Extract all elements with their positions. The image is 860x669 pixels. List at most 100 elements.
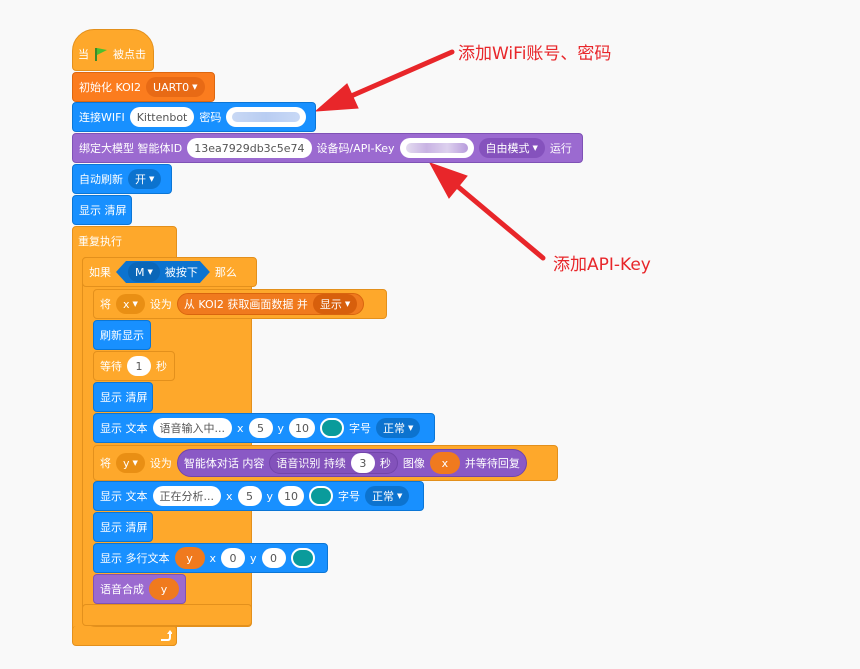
chevron-down-icon: ▼ (132, 300, 138, 308)
wifi-ssid-input[interactable]: Kittenbot (129, 107, 195, 127)
repeat-header: 重复执行 (72, 226, 172, 256)
run-label: 运行 (549, 142, 572, 155)
key-dropdown[interactable]: M▼ (128, 262, 160, 282)
apikey-arrow (428, 162, 546, 261)
font-size-dropdown[interactable]: 正常▼ (376, 418, 421, 438)
auto-refresh-dropdown[interactable]: 开▼ (128, 169, 162, 189)
init-label: 初始化 KOI2 (79, 81, 142, 94)
bind-model-block[interactable]: 绑定大模型 智能体ID 13ea7929db3c5e74 设备码/API-Key… (72, 133, 583, 163)
wait-block[interactable]: 等待 1 秒 (93, 351, 175, 381)
font-size-value-2: 正常 (372, 490, 395, 503)
font-size-label: 字号 (349, 422, 372, 435)
wifi-label: 连接WIFI (79, 111, 125, 124)
api-key-input-blurred[interactable] (399, 138, 474, 158)
multiline-label: 显示 多行文本 (100, 552, 170, 565)
set-x-label: 将 (100, 298, 111, 311)
show-text-label: 显示 文本 (100, 422, 148, 435)
ml-color-swatch[interactable] (290, 548, 315, 568)
color-swatch[interactable] (320, 418, 345, 438)
auto-refresh-block[interactable]: 自动刷新 开▼ (72, 164, 172, 194)
clear-screen-block[interactable]: 显示 清屏 (72, 195, 132, 225)
x-label-2: x (226, 489, 233, 503)
refresh-display-block[interactable]: 刷新显示 (93, 320, 151, 350)
if-label: 如果 (89, 266, 111, 279)
tts-var-y[interactable]: y (149, 578, 179, 600)
x-input-2[interactable]: 5 (237, 486, 262, 506)
set-x-block[interactable]: 将 x▼ 设为 从 KOI2 获取画面数据 并 显示▼ (93, 289, 387, 319)
show-text-block-2[interactable]: 显示 文本 正在分析... x 5 y 10 字号 正常▼ (93, 481, 424, 511)
init-koi2-block[interactable]: 初始化 KOI2 UART0▼ (72, 72, 215, 102)
wait-unit: 秒 (156, 360, 167, 373)
chevron-down-icon: ▼ (344, 300, 351, 308)
refresh-label: 刷新显示 (100, 329, 144, 342)
chevron-down-icon: ▼ (147, 268, 153, 276)
key-pressed-condition[interactable]: M▼ 被按下 (116, 261, 210, 283)
repeat-label: 重复执行 (78, 235, 122, 248)
when-flag-clicked-row: 当 被点击 (78, 46, 146, 62)
var-x-value: x (123, 297, 130, 311)
when-flag-clicked-block[interactable] (72, 29, 154, 71)
clear-label-2: 显示 清屏 (100, 391, 148, 404)
ml-y-input[interactable]: 0 (261, 548, 286, 568)
tts-label: 语音合成 (100, 583, 144, 596)
koi2-get-frame-reporter[interactable]: 从 KOI2 获取画面数据 并 显示▼ (176, 293, 365, 315)
show-text-block[interactable]: 显示 文本 语音输入中... x 5 y 10 字号 正常▼ (93, 413, 435, 443)
clear-screen-block-3[interactable]: 显示 清屏 (93, 512, 153, 542)
mode-value: 自由模式 (485, 142, 530, 155)
multiline-var-y[interactable]: y (174, 547, 205, 569)
var-x-dropdown[interactable]: x▼ (116, 294, 145, 314)
apikey-annotation: 添加API-Key (553, 255, 651, 275)
y-label-2: y (266, 489, 274, 503)
repeat-block-bottom (72, 626, 177, 646)
var-y-dropdown[interactable]: y▼ (116, 453, 145, 473)
y-label: y (277, 421, 285, 435)
hat-prefix: 当 (78, 48, 89, 61)
agent-id-input[interactable]: 13ea7929db3c5e74 (187, 138, 312, 158)
image-label: 图像 (402, 457, 425, 470)
loop-arrow-icon (161, 630, 172, 641)
connect-wifi-block[interactable]: 连接WIFI Kittenbot 密码 (72, 102, 316, 132)
y-input-2[interactable]: 10 (278, 486, 305, 506)
wifi-annotation: 添加WiFi账号、密码 (458, 44, 612, 64)
chevron-down-icon: ▼ (408, 424, 414, 432)
agent-dialog-reporter[interactable]: 智能体对话 内容 语音识别 持续 3 秒 图像 x 并等待回复 (176, 449, 527, 477)
ml-x-input[interactable]: 0 (221, 548, 246, 568)
y-input[interactable]: 10 (289, 418, 316, 438)
if-block-bottom (82, 604, 252, 626)
asr-reporter[interactable]: 语音识别 持续 3 秒 (269, 452, 398, 474)
text-input[interactable]: 语音输入中... (152, 418, 232, 438)
uart-dropdown[interactable]: UART0▼ (146, 77, 205, 97)
text-input-2[interactable]: 正在分析... (152, 486, 221, 506)
frame-action-dropdown[interactable]: 显示▼ (312, 294, 358, 314)
wifi-password-input-blurred[interactable] (226, 107, 307, 127)
chevron-down-icon: ▼ (192, 83, 198, 91)
image-var-x[interactable]: x (429, 452, 460, 474)
asr-seconds-input[interactable]: 3 (350, 453, 375, 473)
font-size-value: 正常 (383, 422, 406, 435)
bind-label: 绑定大模型 智能体ID (79, 142, 183, 155)
clear-screen-block-2[interactable]: 显示 清屏 (93, 382, 153, 412)
tts-block[interactable]: 语音合成 y (93, 574, 186, 604)
chevron-down-icon: ▼ (397, 492, 403, 500)
set-y-block[interactable]: 将 y▼ 设为 智能体对话 内容 语音识别 持续 3 秒 图像 x 并等待回复 (93, 445, 558, 481)
x-input[interactable]: 5 (248, 418, 273, 438)
wait-label: 等待 (100, 360, 122, 373)
agent-dialog-label: 智能体对话 内容 (183, 457, 265, 470)
koi2-get-frame-label: 从 KOI2 获取画面数据 并 (183, 298, 308, 311)
ml-y-label: y (250, 551, 257, 565)
color-swatch-2[interactable] (309, 486, 334, 506)
x-label: x (237, 421, 244, 435)
set-to-label: 设为 (149, 298, 172, 311)
ml-x-label: x (209, 551, 217, 565)
wait-seconds-input[interactable]: 1 (127, 356, 151, 376)
chevron-down-icon: ▼ (149, 175, 155, 183)
show-multiline-text-block[interactable]: 显示 多行文本 y x 0 y 0 (93, 543, 328, 573)
key-value: M (135, 265, 145, 279)
if-header: 如果 M▼ 被按下 那么 (82, 257, 257, 287)
pressed-label: 被按下 (164, 266, 198, 279)
mode-dropdown[interactable]: 自由模式▼ (478, 138, 545, 158)
chevron-down-icon: ▼ (532, 144, 538, 152)
font-size-dropdown-2[interactable]: 正常▼ (365, 486, 410, 506)
clear-label-3: 显示 清屏 (100, 521, 148, 534)
set-to-label-2: 设为 (149, 457, 172, 470)
